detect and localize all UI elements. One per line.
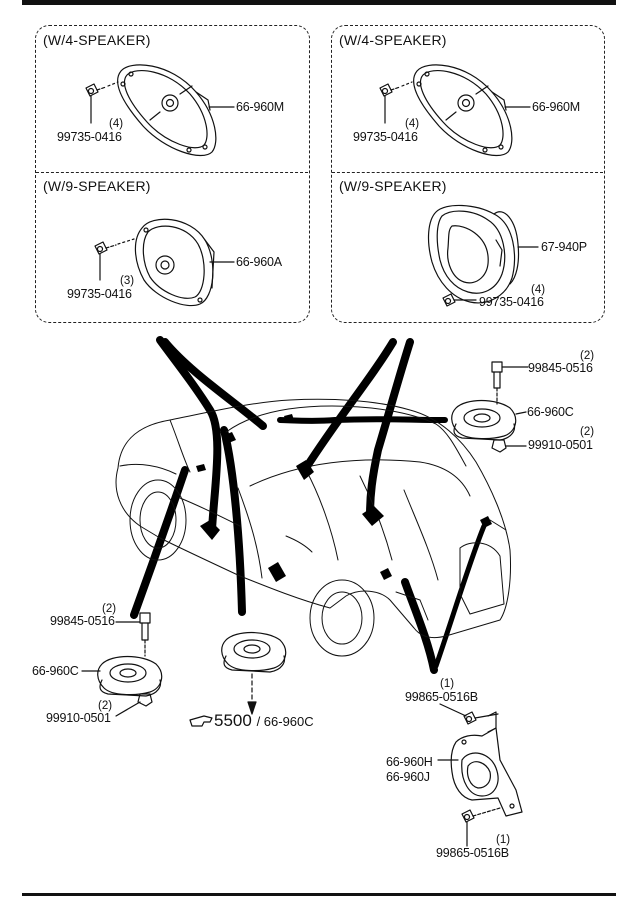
- screw-bottom-right: [442, 293, 477, 307]
- nut-right: [491, 439, 507, 453]
- part-number-tr-screw: 99735-0416: [353, 130, 418, 144]
- screw-top-right: [379, 81, 413, 97]
- part-number-right-tweeter: 66-960C: [527, 405, 574, 419]
- part-number-right-nut: 99910-0501: [528, 438, 593, 452]
- part-number-left-bolt: 99845-0516: [50, 614, 115, 628]
- right-detail-panel: [331, 25, 605, 323]
- left-panel-divider: [36, 172, 308, 173]
- right-panel-divider: [332, 172, 603, 173]
- part-number-right-bolt: 99845-0516: [528, 361, 593, 375]
- callout-lines: [130, 336, 487, 674]
- part-number-tr-speaker: 66-960M: [532, 100, 580, 114]
- vehicle-outline: [115, 398, 511, 657]
- bottom-border: [22, 893, 616, 896]
- screw-subwoofer-top: [463, 711, 499, 725]
- qty-left-bolt: (2): [102, 603, 117, 615]
- oval-speaker-top-left: [117, 64, 217, 157]
- qty-sub-screw-top: (1): [440, 678, 455, 690]
- qty-right-nut: (2): [580, 426, 595, 438]
- leader-right-tweeter: [515, 411, 527, 415]
- part-number-sub-screw-bottom: 99865-0516B: [436, 846, 509, 860]
- left-detail-panel: [35, 25, 310, 323]
- hand-ref-icon: [189, 715, 213, 727]
- qty-tr-screw: (4): [405, 118, 420, 130]
- bolt-right: [491, 361, 503, 405]
- part-number-left-tweeter: 66-960C: [32, 664, 79, 678]
- center-ref-part: / 66-960C: [256, 714, 314, 729]
- center-ref-number: 5500: [214, 711, 252, 730]
- round-speaker-bottom-right: [427, 204, 520, 304]
- panel-title-top-right: (W/4-SPEAKER): [339, 32, 447, 48]
- tweeter-center: [221, 631, 287, 673]
- top-border: [22, 0, 616, 5]
- tweeter-left: [97, 655, 163, 697]
- qty-br-screw: (4): [531, 284, 546, 296]
- part-number-br-speaker: 67-940P: [541, 240, 587, 254]
- leader-left-nut: [115, 701, 141, 717]
- panel-title-top-left: (W/4-SPEAKER): [43, 32, 151, 48]
- screw-subwoofer-bottom: [461, 807, 501, 823]
- part-number-sub-speaker-j: 66-960J: [386, 770, 430, 784]
- part-number-bl-speaker: 66-960A: [236, 255, 282, 269]
- panel-title-bottom-left: (W/9-SPEAKER): [43, 178, 151, 194]
- qty-left-nut: (2): [98, 700, 113, 712]
- tweeter-right: [451, 399, 517, 441]
- qty-right-bolt: (2): [580, 350, 595, 362]
- screw-top-left: [85, 81, 119, 97]
- center-arrow: [247, 701, 257, 715]
- part-number-tl-speaker: 66-960M: [236, 100, 284, 114]
- oval-speaker-top-right: [413, 64, 513, 157]
- qty-bl-screw: (3): [120, 275, 135, 287]
- subwoofer-bracket: [450, 711, 523, 817]
- part-number-tl-screw: 99735-0416: [57, 130, 122, 144]
- leader-sub-screw-top: [439, 703, 467, 717]
- part-number-left-nut: 99910-0501: [46, 711, 111, 725]
- part-number-sub-speaker-h: 66-960H: [386, 755, 433, 769]
- screw-bottom-left: [94, 238, 135, 255]
- part-number-br-screw: 99735-0416: [479, 295, 544, 309]
- part-number-sub-screw-top: 99865-0516B: [405, 690, 478, 704]
- center-reference: 5500 / 66-960C: [214, 711, 314, 731]
- qty-sub-screw-bottom: (1): [496, 834, 511, 846]
- bolt-left: [139, 612, 151, 657]
- qty-tl-screw: (4): [109, 118, 124, 130]
- nut-left: [137, 693, 153, 707]
- part-number-bl-screw: 99735-0416: [67, 287, 132, 301]
- round-speaker-bottom-left: [134, 218, 215, 307]
- speaker-location-marks: [196, 414, 492, 582]
- panel-title-bottom-right: (W/9-SPEAKER): [339, 178, 447, 194]
